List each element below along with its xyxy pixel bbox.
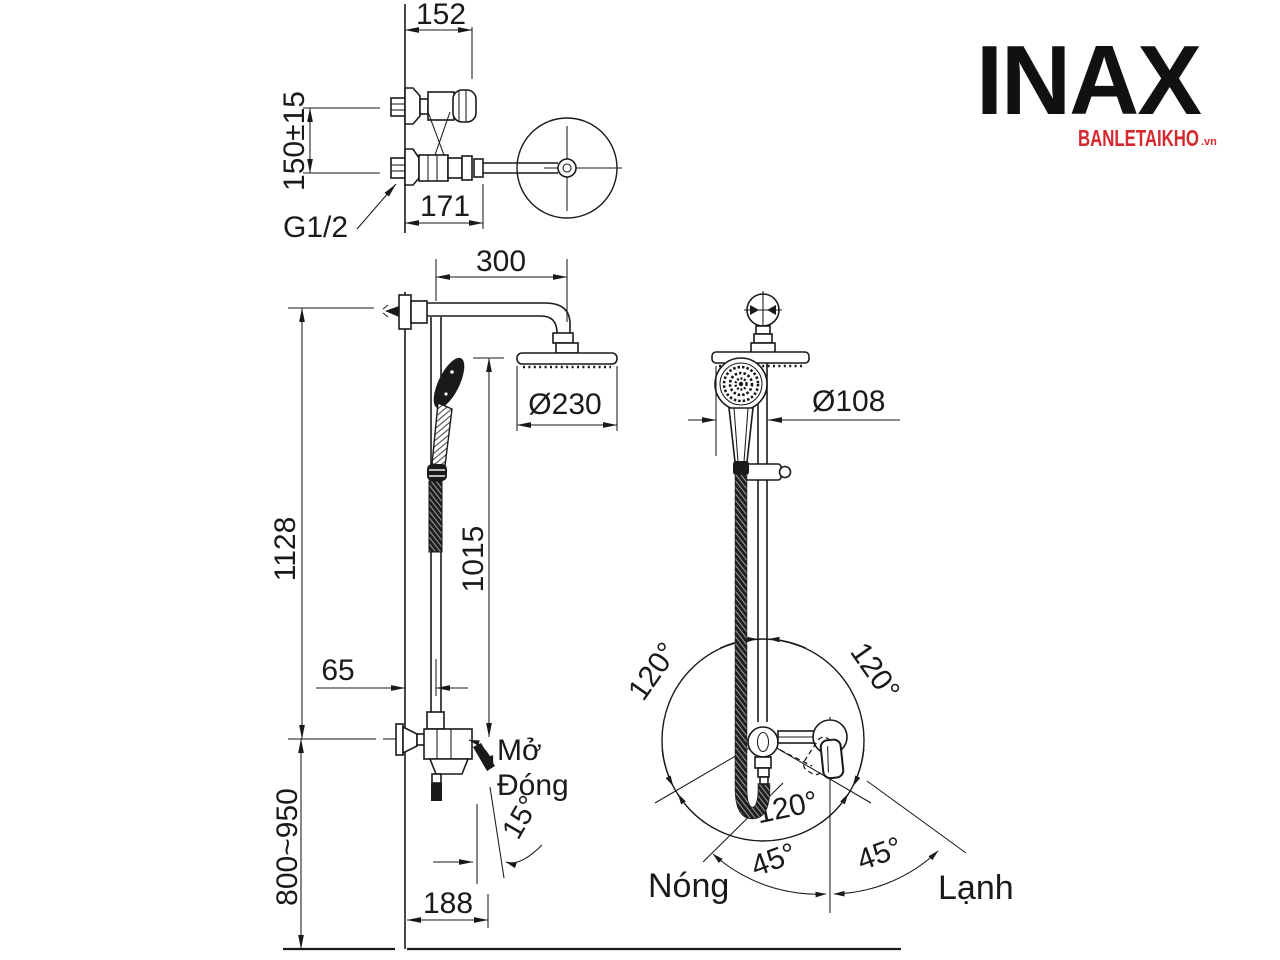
close-label: Đóng bbox=[497, 769, 569, 802]
dim-108-label: Ø108 bbox=[812, 385, 885, 418]
front-dim-188: 188 bbox=[406, 887, 489, 928]
side-arm-flange bbox=[744, 291, 782, 354]
plan-shower-head-circle bbox=[516, 117, 622, 219]
side-view: 120° 120° 120° 45° 45° Nóng Lạnh bbox=[622, 291, 1014, 913]
dim-152-label: 152 bbox=[416, 0, 466, 31]
side-hand-shower bbox=[714, 357, 768, 463]
cold-label: Lạnh bbox=[938, 869, 1014, 907]
front-view: Mở Đóng 300 Ø230 1128 1015 bbox=[269, 245, 901, 951]
thread-label: G1/2 bbox=[283, 211, 348, 244]
dim-171-label: 171 bbox=[420, 190, 470, 223]
front-hand-shower bbox=[427, 357, 465, 553]
front-mixer bbox=[383, 711, 495, 801]
logo-block: INAX BANLETAIKHO .vn bbox=[976, 25, 1217, 151]
front-shower-arm bbox=[427, 302, 579, 354]
front-dim-800-950: 800~950 bbox=[271, 738, 304, 950]
dim-1015-label: 1015 bbox=[457, 526, 490, 593]
front-dim-300: 300 bbox=[435, 245, 568, 322]
dim-150-label: 150±15 bbox=[278, 91, 311, 191]
plan-lower-outlet bbox=[390, 148, 558, 186]
dim-65-label: 65 bbox=[321, 654, 354, 687]
rotation-120-upper-right-label: 120° bbox=[843, 637, 906, 707]
dim-230-label: Ø230 bbox=[528, 388, 601, 421]
retailer-logo-text: BANLETAIKHO bbox=[1078, 125, 1199, 151]
retailer-suffix-text: .vn bbox=[1201, 136, 1217, 148]
hot-label: Nóng bbox=[648, 867, 729, 905]
rotation-circle bbox=[661, 638, 865, 842]
swing-45-right-label: 45° bbox=[853, 831, 907, 878]
front-arm-bracket bbox=[382, 294, 428, 330]
dim-188-label: 188 bbox=[423, 887, 473, 920]
dim-800-950-label: 800~950 bbox=[271, 788, 304, 906]
plan-view: 152 150±15 171 G1/2 bbox=[278, 0, 622, 244]
plan-dim-152: 152 bbox=[404, 0, 473, 79]
dim-300-label: 300 bbox=[476, 245, 526, 278]
front-dim-230: Ø230 bbox=[516, 366, 618, 431]
front-tilt-annotation: 15° bbox=[433, 786, 546, 884]
side-slide-pole bbox=[757, 363, 768, 722]
dim-1128-label: 1128 bbox=[269, 517, 302, 582]
open-label: Mở bbox=[497, 734, 542, 767]
front-hose-segment bbox=[428, 480, 443, 553]
front-rain-head bbox=[516, 352, 618, 369]
plan-upper-valve bbox=[390, 87, 477, 156]
front-dim-65: 65 bbox=[316, 654, 468, 696]
front-dim-1015: 1015 bbox=[457, 357, 504, 738]
plan-dim-171: 171 bbox=[404, 184, 484, 229]
swing-45-left-label: 45° bbox=[747, 837, 801, 884]
side-dim-108: Ø108 bbox=[688, 366, 900, 456]
front-lever bbox=[473, 743, 495, 771]
plan-dim-150: 150±15 bbox=[278, 91, 313, 191]
brand-logo-text: INAX bbox=[976, 25, 1202, 135]
side-hose bbox=[733, 461, 771, 820]
side-mixer bbox=[747, 719, 848, 785]
plan-thread-callout: G1/2 bbox=[283, 183, 397, 244]
rotation-120-upper-left-label: 120° bbox=[622, 637, 685, 707]
